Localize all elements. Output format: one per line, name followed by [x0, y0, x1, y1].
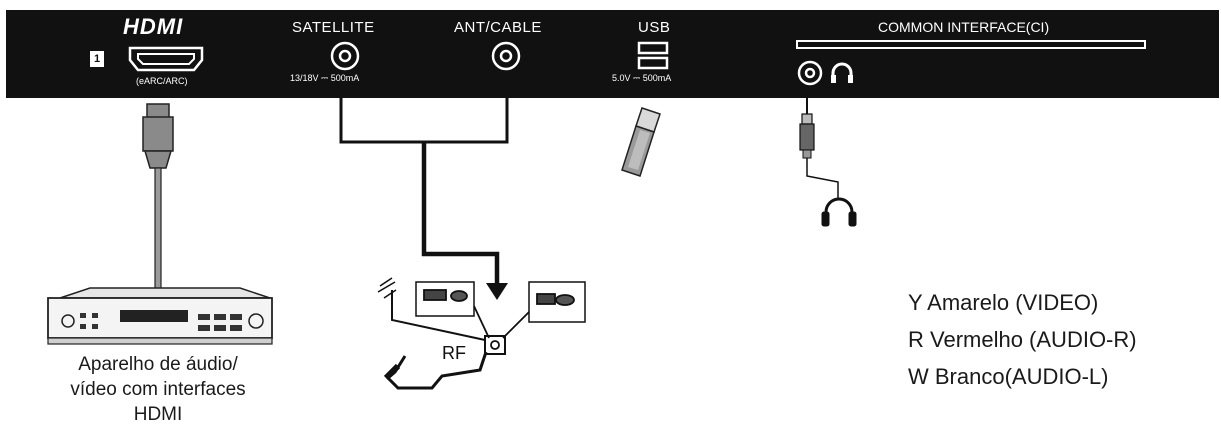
ant-cable-label: ANT/CABLE	[454, 19, 542, 36]
ci-slot	[796, 40, 1146, 49]
hdmi-logo: HDMI	[123, 14, 184, 39]
legend-yellow-video: Y Amarelo (VIDEO)	[908, 290, 1099, 315]
rf-label: RF	[442, 343, 466, 363]
antenna-cables	[339, 98, 509, 300]
usb-spec: 5.0V ⎓ 500mA	[612, 73, 672, 83]
antenna-splitter-icon	[377, 277, 586, 390]
headphone-cable	[799, 98, 839, 200]
audio-out-port-icon	[795, 58, 825, 93]
hdmi-port-number-badge: 1	[90, 51, 104, 67]
usb-label: USB	[638, 19, 671, 36]
hdmi-port-number: 1	[93, 53, 101, 65]
device-caption: Aparelho de áudio/ vídeo com interfaces …	[18, 352, 298, 427]
device-caption-line: Aparelho de áudio/	[78, 354, 238, 375]
usb-port-icon	[636, 41, 670, 76]
legend-white-audio-l: W Branco(AUDIO-L)	[908, 364, 1109, 389]
hdmi-port-icon	[126, 44, 206, 79]
satellite-label: SATELLITE	[292, 19, 375, 36]
device-caption-line: HDMI	[133, 404, 183, 425]
ci-label: COMMON INTERFACE(CI)	[878, 19, 1050, 35]
usb-drive-icon	[621, 107, 661, 177]
headphones-icon	[821, 197, 857, 227]
headphone-port-icon	[828, 59, 856, 92]
satellite-spec: 13/18V ⎓ 500mA	[290, 73, 360, 83]
av-receiver-icon	[47, 287, 273, 345]
satellite-port-icon	[329, 40, 361, 77]
hdmi-cable	[142, 103, 174, 297]
tv-back-panel: HDMI 1 (eARC/ARC) SATELLITE 13/18V ⎓ 500…	[6, 10, 1219, 98]
device-caption-line: vídeo com interfaces	[70, 379, 246, 400]
ant-cable-port-icon	[490, 40, 522, 77]
hdmi-port-note: (eARC/ARC)	[136, 76, 188, 86]
legend-red-audio-r: R Vermelho (AUDIO-R)	[908, 327, 1137, 352]
